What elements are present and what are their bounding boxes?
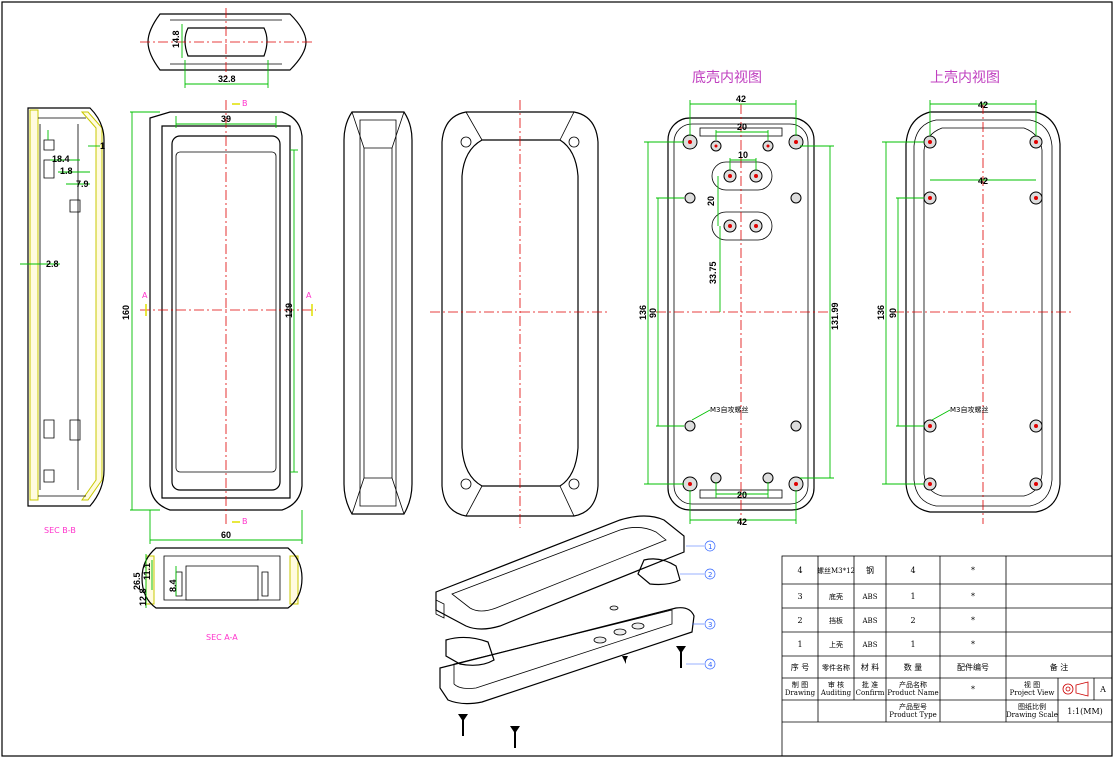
bom-row-3-no: 3 [797,592,802,601]
back-view [430,100,610,528]
dim-bottom-90: 90 [648,308,658,318]
bottom-shell-inner-view: 底壳内视图 42 20 [638,69,840,527]
dim-top-height: 14.8 [171,30,181,48]
projection-symbol-icon [1062,681,1089,697]
section-b-top-label: B [242,99,248,108]
bom-row-1-qty: 1 [910,640,915,649]
tb-confirm-en: Confirm [856,689,885,697]
dim-topshell-90: 90 [888,308,898,318]
section-b-bottom-label: B [242,517,248,526]
bom-row-2-code: * [971,616,975,625]
dim-seca-11-1: 11.1 [142,563,152,580]
side-view [343,111,413,515]
dim-top-width: 32.8 [218,74,236,84]
dim-bottom-20-top: 20 [737,122,747,132]
bom-header-no: 序 号 [791,662,810,672]
bom-header-remark: 备 注 [1050,662,1069,672]
dim-seca-12-8: 12.8 [138,588,148,606]
dim-front-129: 129 [284,303,294,318]
top-view: 32.8 14.8 [140,8,314,88]
bom-row-3-code: * [971,592,975,601]
tb-product-name-value: * [971,685,975,694]
bom-row-2-qty: 2 [910,616,915,625]
dim-secb-2-8: 2.8 [46,259,59,269]
bom-row-1-material: ABS [862,641,878,649]
bom-and-title-block: 4 螺丝M3*12 钢 4 * 3 底壳 ABS 1 * 2 挡板 ABS 2 … [781,555,1113,757]
tb-product-type-en: Product Type [889,711,936,719]
bom-row-4-code: * [971,566,975,575]
tb-auditing-en: Auditing [820,689,852,697]
section-a-left-label: A [142,291,148,300]
dim-bottom-136: 136 [638,305,648,320]
section-a-right-label: A [306,291,312,300]
bom-row-2-name: 挡板 [829,616,843,625]
section-b-b-view: 1 18.4 1.8 7.9 2.8 SEC B-B [20,107,105,535]
section-a-a-view: 26.5 11.1 8.4 12.8 SEC A-A [132,547,303,642]
tb-project-view-cn: 视 图 [1024,680,1040,689]
tb-scale-en: Drawing Scale [1006,711,1058,719]
tb-view-letter: A [1099,685,1106,694]
tb-drawing-en: Drawing [785,689,816,697]
dim-front-160: 160 [121,305,131,320]
bom-row-1-code: * [971,640,975,649]
dim-secb-7-9: 7.9 [76,179,89,189]
dim-bottom-10: 10 [738,150,748,160]
dim-topshell-136: 136 [876,305,886,320]
top-view-title: 上壳内视图 [930,69,1000,86]
bom-row-3-name: 底壳 [829,592,843,601]
sec-bb-label: SEC B-B [44,526,76,535]
dim-bottom-20-bottom: 20 [737,490,747,500]
dim-topshell-42-inner: 42 [978,176,988,186]
dim-bottom-42-bottom: 42 [737,517,747,527]
balloon-4: 4 [708,661,713,669]
bom-header-name: 零件名称 [822,663,850,672]
dim-front-39: 39 [221,114,231,124]
bom-row-3-material: ABS [862,593,878,601]
tb-auditing-cn: 审 核 [828,680,844,689]
bom-row-1-name: 上壳 [829,640,843,649]
dim-secb-1: 1 [100,141,105,151]
dim-front-60: 60 [221,530,231,540]
balloon-3: 3 [708,621,712,629]
bottom-view-title: 底壳内视图 [692,69,762,86]
balloon-1: 1 [708,543,712,551]
dim-secb-1-8: 1.8 [60,166,73,176]
bom-row-2-no: 2 [797,616,802,625]
tb-scale-cn: 图纸比例 [1018,702,1046,711]
dim-secb-18-4: 18.4 [52,154,70,164]
bom-row-3-qty: 1 [910,592,915,601]
bom-header-code: 配件编号 [957,662,989,672]
bom-row-4-no: 4 [797,566,802,575]
tb-product-name-cn: 产品名称 [899,680,927,689]
bom-row-1-no: 1 [797,640,802,649]
tb-scale-value: 1:1(MM) [1067,707,1103,716]
exploded-view: 1 2 3 4 [435,515,716,748]
tb-project-view-en: Project View [1010,689,1055,697]
dim-bottom-33-75: 33.75 [708,261,718,284]
balloon-2: 2 [708,571,712,579]
tb-product-name-en: Product Name [887,689,938,697]
dim-bottom-20-side: 20 [706,196,716,206]
bom-row-4-material: 钢 [866,565,874,575]
m3-screw-label-bottom: M3自攻螺丝 [710,405,749,414]
bom-header-material: 材 料 [861,662,880,672]
bom-header-qty: 数 量 [904,662,923,672]
top-shell-inner-view: 上壳内视图 42 42 136 90 M3自攻螺 [876,69,1072,524]
bom-row-4-qty: 4 [910,566,915,575]
tb-drawing-cn: 制 图 [792,680,808,689]
dim-bottom-131-99: 131.99 [830,302,840,330]
dim-bottom-42-top: 42 [736,94,746,104]
m3-screw-label-top: M3自攻螺丝 [950,405,989,414]
front-view: 160 129 39 60 B B A A [121,99,316,544]
bom-row-2-material: ABS [862,617,878,625]
tb-product-type-cn: 产品型号 [899,702,927,711]
dim-topshell-42-top: 42 [978,100,988,110]
dim-seca-8-4: 8.4 [168,579,178,592]
sec-aa-label: SEC A-A [206,633,238,642]
dim-seca-26-5: 26.5 [132,572,142,590]
tb-confirm-cn: 批 准 [862,680,878,689]
bom-row-4-name: 螺丝M3*12 [817,566,855,575]
